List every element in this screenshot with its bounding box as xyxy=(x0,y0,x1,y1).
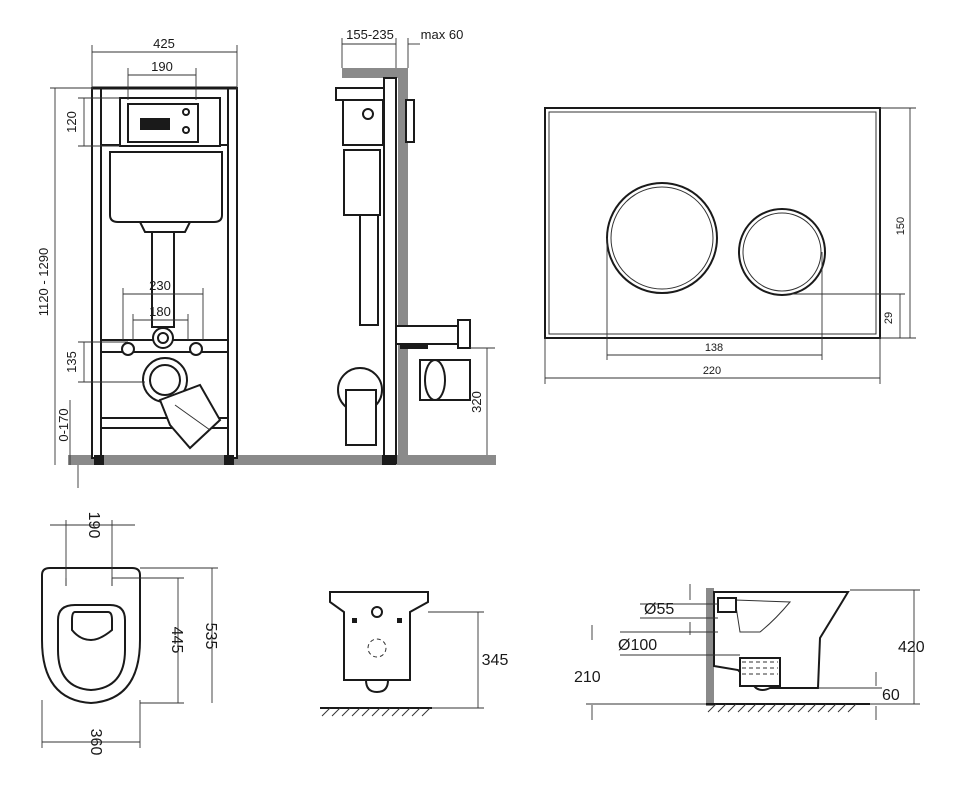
bowl-height-label: 345 xyxy=(482,652,509,669)
bowl-side-dimensions: Ø55 Ø100 210 420 60 xyxy=(574,584,925,720)
inlet-diameter-label: Ø55 xyxy=(644,601,674,618)
bowl-front-dimensions: 345 xyxy=(428,611,509,709)
bowl-front-view xyxy=(320,591,432,717)
large-flush-button xyxy=(606,182,718,294)
outlet-height-label: 135 xyxy=(64,351,79,373)
flush-plate-dimensions: 150 29 138 220 xyxy=(544,107,916,384)
total-length-label: 535 xyxy=(202,623,219,650)
bolt-spacing-outer-label: 230 xyxy=(149,278,171,293)
panel-width-label: 190 xyxy=(151,59,173,74)
wall xyxy=(398,68,408,463)
side-outlet-height-label: 320 xyxy=(469,391,484,413)
side-wall xyxy=(706,588,714,706)
height-range-label: 1120 - 1290 xyxy=(36,248,51,316)
flush-plate xyxy=(544,107,881,339)
floor-adjust-label: 0-170 xyxy=(56,408,71,441)
frame-front-view xyxy=(68,86,496,465)
side-outlet-height-label: 210 xyxy=(574,669,601,686)
width-425-label: 425 xyxy=(153,36,175,51)
side-height-label: 420 xyxy=(898,639,925,656)
bowl-width-label: 360 xyxy=(87,729,104,756)
plate-height-label: 150 xyxy=(895,217,907,235)
front-view-dimensions: 425 190 120 1120 - 1290 230 180 135 0-17… xyxy=(36,36,238,488)
bolt-spacing-inner-label: 180 xyxy=(149,304,171,319)
bowl-side-view xyxy=(706,588,870,713)
frame-side-view xyxy=(335,68,471,465)
button-offset-label: 29 xyxy=(883,312,895,324)
wall-depth-label: 155-235 xyxy=(346,27,394,42)
mount-length-label: 445 xyxy=(168,627,185,654)
base-offset-label: 60 xyxy=(882,687,900,704)
max-depth-label: max 60 xyxy=(421,27,464,42)
side-view-dimensions: 155-235 max 60 320 xyxy=(341,27,495,455)
bowl-top-view xyxy=(41,567,141,705)
floor-line xyxy=(68,455,496,465)
panel-height-label: 120 xyxy=(64,111,79,133)
plate-width-label: 220 xyxy=(703,365,721,377)
bowl-top-dimensions: 190 445 535 360 xyxy=(41,512,219,756)
small-flush-button xyxy=(738,208,826,296)
button-span-label: 138 xyxy=(705,342,723,354)
bolt-spacing-label: 190 xyxy=(85,512,102,539)
outlet-diameter-label: Ø100 xyxy=(618,637,657,654)
